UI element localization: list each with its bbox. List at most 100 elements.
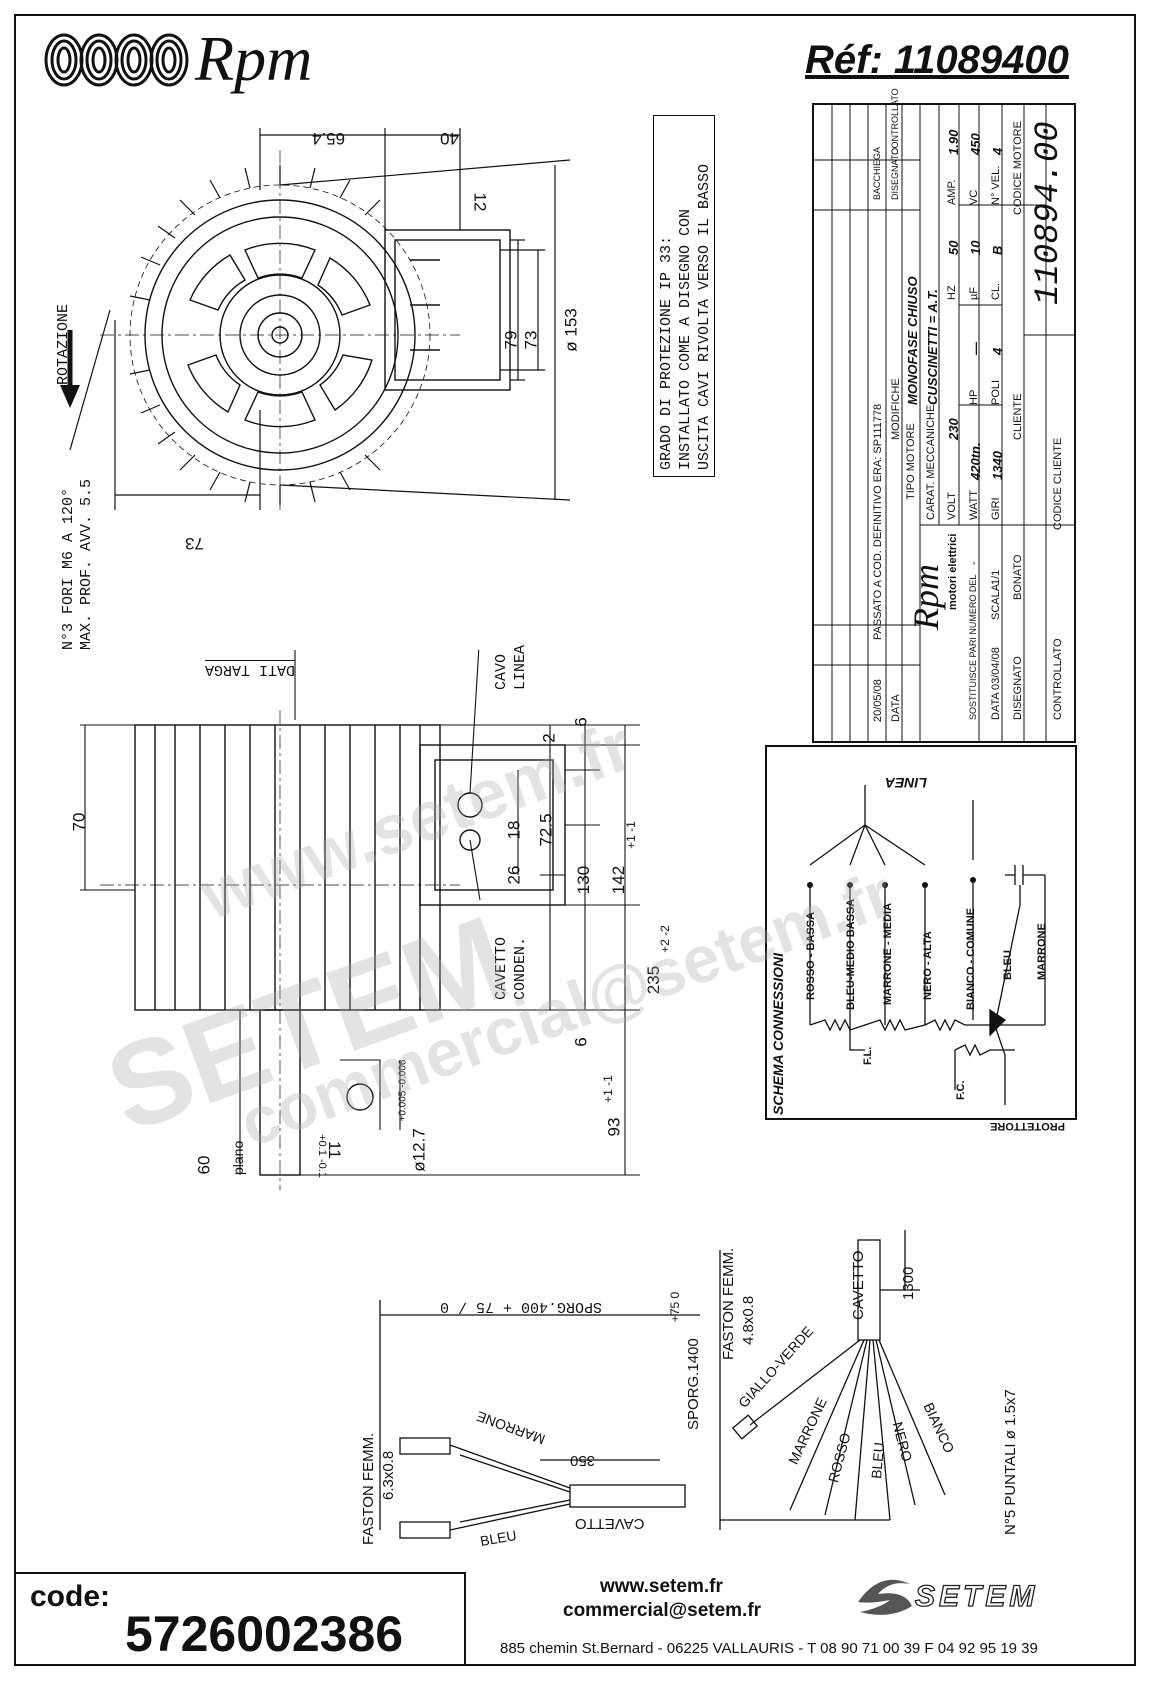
tb-hp: — — [968, 342, 983, 355]
tb-codice-cliente-label: CODICE CLIENTE — [1052, 437, 1064, 530]
right-faston-size: 4.8x0.8 — [740, 1295, 757, 1345]
tb-codice-motore-label: CODICE MOTORE — [1012, 121, 1024, 215]
ip-note-line3: USCITA CAVI RIVOLTA VERSO IL BASSO — [696, 163, 713, 470]
dim-60: 60 — [194, 1155, 214, 1175]
front-view-drawing — [69, 128, 571, 510]
tb-cliente-label: CLIENTE — [1012, 393, 1024, 440]
schema-marrone: MARRONE — [1036, 923, 1048, 980]
tol-142: +1 -1 — [623, 821, 638, 849]
dim-93: 93 — [604, 1117, 624, 1137]
title-block — [812, 103, 1076, 743]
tol-12-7: +0.005 -0.006 — [397, 1059, 409, 1122]
tb-watt-label: WATT — [968, 490, 980, 520]
schema-linea-label: LINEA — [885, 775, 927, 791]
tb-carat: CUSCINETTI = A.T. — [925, 289, 940, 405]
right-wire-bleu: BLEU — [868, 1441, 888, 1480]
schema-box — [765, 745, 1077, 1120]
right-puntali: N°5 PUNTALI ø 1.5x7 — [1002, 1389, 1019, 1535]
tol-235: +2 -2 — [657, 925, 672, 953]
schema-protettore: PROTETTORE — [990, 1120, 1065, 1132]
setem-swoosh-icon — [858, 1579, 912, 1615]
tb-controllato: CONTROLLATO — [890, 88, 900, 155]
tb-scala-value: 1/1 — [990, 569, 1002, 585]
dim-79: 79 — [501, 330, 521, 350]
schema-wire-marrone: MARRONE - MEDIA — [882, 902, 894, 1005]
ip-note-line1: GRADO DI PROTEZIONE IP 33: — [658, 235, 675, 470]
tb-rev-date: 20/05/08 — [872, 679, 884, 722]
tb-data-col: DATA — [890, 694, 902, 722]
tb-motori-elettrici: motori elettrici — [947, 533, 959, 610]
footer-address: 885 chemin St.Bernard - 06225 VALLAURIS … — [500, 1640, 1038, 1657]
tb-hz-label: HZ — [946, 285, 958, 300]
cavetto-label: CAVETTO — [493, 936, 510, 1000]
dim-12: 12 — [470, 192, 490, 212]
tb-watt: 420tn. — [968, 442, 983, 480]
ip-note-box — [653, 115, 715, 477]
tb-disegnato-label: DISEGNATO — [1012, 656, 1024, 720]
tb-disegnato: DISEGNATO — [890, 147, 900, 200]
schema-bleu: BLEU — [1002, 950, 1014, 980]
right-faston-label: FASTON FEMM. — [720, 1247, 737, 1360]
tb-poli-label: POLI — [990, 379, 1002, 405]
left-cable-drawing — [379, 1300, 700, 1539]
tb-uf-label: µF — [968, 286, 980, 300]
dim-26: 26 — [504, 865, 524, 885]
footer-website-link[interactable]: www.setem.fr — [600, 1576, 723, 1597]
tb-controllato-label: CONTROLLATO — [1052, 638, 1064, 721]
tb-volt-label: VOLT — [946, 492, 958, 520]
tb-giri: 1340 — [990, 451, 1005, 480]
tb-vc: 450 — [968, 133, 983, 155]
tb-modifiche: MODIFICHE — [890, 378, 902, 440]
dim-142: 142 — [609, 865, 629, 895]
tb-data-value: 03/04/08 — [990, 647, 1002, 690]
code-box — [14, 1572, 466, 1666]
tb-rpm-brand: Rpm — [906, 564, 946, 630]
tb-hp-label: HP — [968, 389, 980, 405]
tol-93: +1 -1 — [600, 1075, 615, 1103]
tb-sostituisce-value: - — [968, 561, 980, 565]
dim-18: 18 — [504, 820, 524, 840]
tb-cl: B — [990, 245, 1005, 255]
tb-tipo-motore-label: TIPO MOTORE — [905, 423, 917, 500]
dim-40: 40 — [440, 129, 459, 148]
dati-targa-label: DATI TARGA — [205, 660, 296, 678]
tb-cl-label: CL. — [990, 282, 1002, 300]
dim-153: ø 153 — [561, 308, 581, 352]
brand-name: Rpm — [195, 23, 313, 94]
cavo-label: CAVO — [493, 653, 510, 690]
tol-11: +0.1 -0.1 — [315, 1134, 328, 1178]
schema-wire-bianco: BIANCO - COMUNE — [965, 907, 977, 1010]
tb-data-label: DATA — [990, 692, 1002, 720]
right-1300: 1300 — [900, 1266, 917, 1300]
dim-6-bottom: 6 — [571, 1037, 591, 1047]
footer-email-link[interactable]: commercial@setem.fr — [563, 1600, 762, 1621]
tb-uf: 10 — [968, 240, 983, 255]
tb-codice-motore: 110894.00 — [1030, 121, 1068, 305]
tb-hz: 50 — [946, 240, 961, 255]
linea-label: LINEA — [512, 644, 529, 690]
dim-65-4: 65.4 — [312, 129, 346, 148]
dim-72-5: 72.5 — [536, 813, 556, 847]
code-label: code: — [30, 1580, 111, 1613]
schema-wiring-diagram — [807, 785, 1046, 1105]
reference-number: Réf: 11089400 — [805, 38, 1069, 82]
tb-nvel-label: N° VEL. — [990, 165, 1002, 205]
right-cable-drawing — [719, 1230, 946, 1530]
setem-logo: SETEM — [914, 1579, 1039, 1613]
tb-giri-label: GIRI — [990, 497, 1002, 520]
rpm-coil-logo — [44, 33, 189, 87]
code-value: 5726002386 — [125, 1606, 404, 1662]
schema-fc: F.C. — [955, 1080, 967, 1100]
tb-bonato: BONATO — [1012, 554, 1024, 600]
schema-wire-bleu: BLEU-MEDIO BASSA — [845, 898, 857, 1010]
rotation-arrow-icon — [60, 330, 80, 408]
title-block-grid — [814, 105, 1074, 741]
left-faston-label: FASTON FEMM. — [360, 1432, 377, 1545]
max-depth-note: MAX. PROF. AVV. 5.5 — [78, 478, 95, 650]
schema-fl: F.L. — [862, 1046, 874, 1065]
drawing-sheet — [14, 14, 1136, 1666]
ip-note-line2: INSTALLATO COME A DISEGNO CON — [677, 208, 694, 470]
holes-note: N°3 FORI M6 A 120° — [60, 487, 77, 650]
tb-poli: 4 — [990, 347, 1005, 355]
dim-12-7: ø12.7 — [409, 1128, 429, 1172]
